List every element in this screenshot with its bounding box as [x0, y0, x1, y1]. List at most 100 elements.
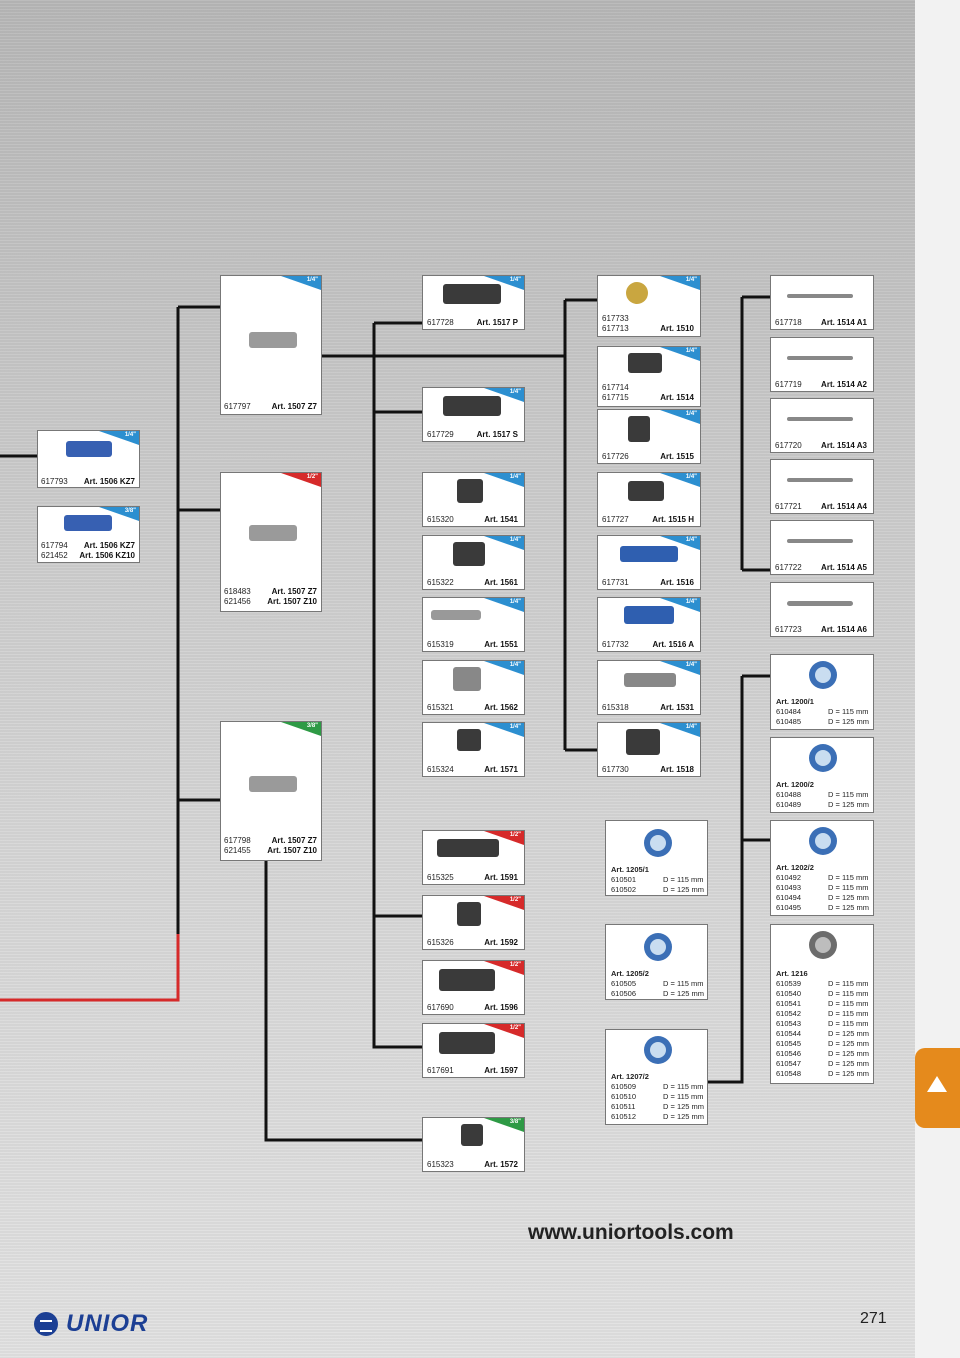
- code-label: 615325: [427, 873, 454, 883]
- art-label: Art. 1515 H: [652, 515, 694, 525]
- tool-card-col4-2[interactable]: 1/4" 617726 Art. 1515: [597, 409, 701, 464]
- tool-image: [457, 902, 481, 926]
- code-label: 617718: [775, 318, 802, 328]
- coupling-card-1[interactable]: 1/4" 617793 Art. 1506 KZ7: [37, 430, 140, 488]
- tool-card-col3-5[interactable]: 1/4" 615321 Art. 1562: [422, 660, 525, 715]
- brand-name: UNIOR: [66, 1310, 148, 1338]
- disc-diameter: D = 115 mm: [828, 883, 869, 893]
- nipple-card-1[interactable]: 1/4" 617797 Art. 1507 Z7: [220, 275, 322, 415]
- disc-row: 610547D = 125 mm: [776, 1059, 869, 1069]
- disc-row: 610512D = 125 mm: [611, 1112, 704, 1122]
- art-label: Art. 1510: [660, 324, 694, 334]
- tool-card-col3-6[interactable]: 1/4" 615324 Art. 1571: [422, 722, 525, 777]
- tool-card-col3-0[interactable]: 1/4" 617728 Art. 1517 P: [422, 275, 525, 330]
- disc-code: 610540: [776, 989, 828, 999]
- nipple-card-2[interactable]: 1/2" 618483 Art. 1507 Z7 621456 Art. 150…: [220, 472, 322, 612]
- art-label: Art. 1518: [660, 765, 694, 775]
- disc-code: 610494: [776, 893, 828, 903]
- tool-card-col3-11[interactable]: 3/8" 615323 Art. 1572: [422, 1117, 525, 1172]
- disc-code: 610512: [611, 1112, 663, 1122]
- size-label: 1/4": [510, 724, 521, 730]
- art-label: Art. 1507 Z7: [272, 836, 317, 846]
- size-label: 1/4": [510, 277, 521, 283]
- tool-card-col3-1[interactable]: 1/4" 617729 Art. 1517 S: [422, 387, 525, 442]
- code-label: 617794: [41, 541, 68, 551]
- disc-code: 610539: [776, 979, 828, 989]
- code-label: 615322: [427, 578, 454, 588]
- tool-card-col3-4[interactable]: 1/4" 615319 Art. 1551: [422, 597, 525, 652]
- tool-card-col3-7[interactable]: 1/2" 615325 Art. 1591: [422, 830, 525, 885]
- chisel-image: [787, 478, 853, 482]
- nipple-card-3[interactable]: 3/8" 617798 Art. 1507 Z7 621455 Art. 150…: [220, 721, 322, 861]
- chisel-card-0[interactable]: 617718 Art. 1514 A1: [770, 275, 874, 330]
- disc-row: 610484D = 115 mm: [776, 707, 869, 717]
- tool-card-col3-9[interactable]: 1/2" 617690 Art. 1596: [422, 960, 525, 1015]
- disc-diameter: D = 125 mm: [828, 903, 869, 913]
- code-label: 621455: [224, 846, 251, 856]
- disc-art: Art. 1205/2: [611, 969, 704, 979]
- chisel-card-1[interactable]: 617719 Art. 1514 A2: [770, 337, 874, 392]
- chisel-card-5[interactable]: 617723 Art. 1514 A6: [770, 582, 874, 637]
- disc-image: [809, 744, 837, 772]
- code-label: 617731: [602, 578, 629, 588]
- tool-image: [431, 610, 481, 620]
- code-label: 615318: [602, 703, 629, 713]
- code-label: 617721: [775, 502, 802, 512]
- size-label: 1/4": [510, 599, 521, 605]
- size-label: 1/2": [510, 962, 521, 968]
- disc-diameter: D = 115 mm: [663, 875, 704, 885]
- mountain-icon[interactable]: [915, 1048, 960, 1128]
- disc-code: 610489: [776, 800, 828, 810]
- disc-diameter: D = 115 mm: [663, 1082, 704, 1092]
- disc-image: [644, 829, 672, 857]
- tool-card-col4-1[interactable]: 1/4" 617714 617715 Art. 1514: [597, 346, 701, 407]
- code-label: 617722: [775, 563, 802, 573]
- tool-card-col3-3[interactable]: 1/4" 615322 Art. 1561: [422, 535, 525, 590]
- disc-row: 610492D = 115 mm: [776, 873, 869, 883]
- website-url[interactable]: www.uniortools.com: [528, 1221, 734, 1245]
- chisel-image: [787, 601, 853, 606]
- disc-code: 610546: [776, 1049, 828, 1059]
- size-label: 1/4": [686, 474, 697, 480]
- size-label: 1/4": [686, 599, 697, 605]
- tool-card-col4-4[interactable]: 1/4" 617731 Art. 1516: [597, 535, 701, 590]
- disc-code: 610502: [611, 885, 663, 895]
- disc-row: 610495D = 125 mm: [776, 903, 869, 913]
- tool-card-col4-5[interactable]: 1/4" 617732 Art. 1516 A: [597, 597, 701, 652]
- tool-card-col4-6[interactable]: 1/4" 615318 Art. 1531: [597, 660, 701, 715]
- coupling-card-2[interactable]: 3/8" 617794 Art. 1506 KZ7 621452 Art. 15…: [37, 506, 140, 563]
- disc-code: 610541: [776, 999, 828, 1009]
- tool-card-col3-10[interactable]: 1/2" 617691 Art. 1597: [422, 1023, 525, 1078]
- tool-card-col3-8[interactable]: 1/2" 615326 Art. 1592: [422, 895, 525, 950]
- chisel-card-4[interactable]: 617722 Art. 1514 A5: [770, 520, 874, 575]
- disc-diameter: D = 115 mm: [828, 707, 869, 717]
- art-label: Art. 1506 KZ10: [79, 551, 135, 561]
- tool-card-col4-0[interactable]: 1/4" 617733 617713 Art. 1510: [597, 275, 701, 337]
- disc-code: 610501: [611, 875, 663, 885]
- tool-card-col4-3[interactable]: 1/4" 617727 Art. 1515 H: [597, 472, 701, 527]
- tool-card-col3-2[interactable]: 1/4" 615320 Art. 1541: [422, 472, 525, 527]
- disc-table: Art. 1216 610539D = 115 mm 610540D = 115…: [776, 969, 869, 1079]
- nipple-image: [249, 525, 297, 541]
- chisel-card-2[interactable]: 617720 Art. 1514 A3: [770, 398, 874, 453]
- art-label: Art. 1592: [484, 938, 518, 948]
- code-label: 617714 617715: [602, 383, 629, 403]
- disc-art: Art. 1202/2: [776, 863, 869, 873]
- nipple-image: [249, 332, 297, 348]
- art-label: Art. 1514 A6: [821, 625, 867, 635]
- disc-image: [809, 661, 837, 689]
- chisel-card-3[interactable]: 617721 Art. 1514 A4: [770, 459, 874, 514]
- art-label: Art. 1551: [484, 640, 518, 650]
- disc-diameter: D = 125 mm: [828, 1059, 869, 1069]
- tool-card-col4-7[interactable]: 1/4" 617730 Art. 1518: [597, 722, 701, 777]
- disc-code: 610505: [611, 979, 663, 989]
